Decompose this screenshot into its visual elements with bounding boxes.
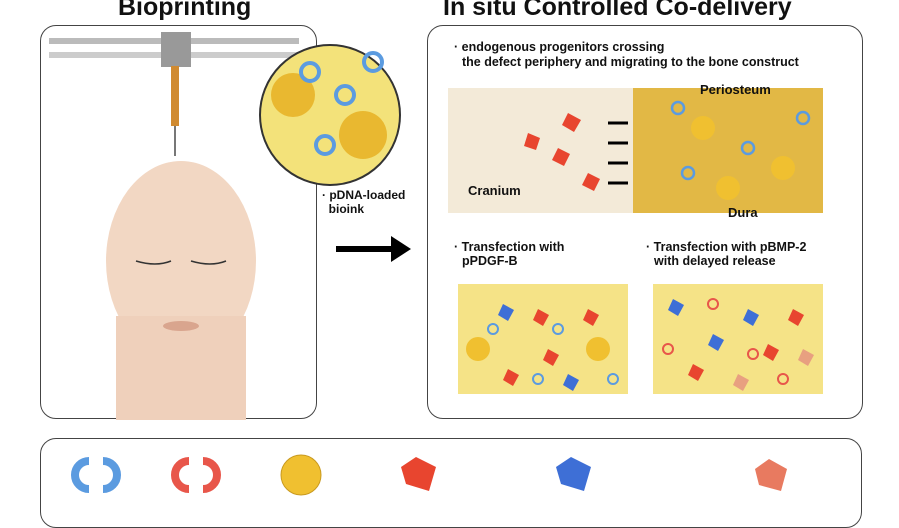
bmp-transfected-cell-icon xyxy=(755,459,787,491)
loaded-microparticle-icon xyxy=(280,454,322,496)
legend-panel xyxy=(40,438,862,528)
pdgf-note-2: pPDGF-B xyxy=(462,254,518,268)
bioink-label: · pDNA-loaded bioink xyxy=(322,188,406,216)
migration-note-1: · endogenous progenitors crossing xyxy=(454,40,665,54)
bmp-note-1: · Transfection with pBMP-2 xyxy=(646,240,807,254)
dura-label: Dura xyxy=(728,205,758,220)
legend-icons xyxy=(71,454,787,496)
blue-pdna-icon xyxy=(71,457,121,493)
bioprinting-title: Bioprinting xyxy=(118,0,252,21)
bioink-magnified-circle xyxy=(259,44,401,186)
pdgf-transfected-cell-icon xyxy=(556,457,591,491)
arrow-right-icon xyxy=(336,236,411,262)
codelivery-title: In situ Controlled Co-delivery xyxy=(443,0,792,21)
codelivery-panel: · endogenous progenitors crossing the de… xyxy=(427,25,863,419)
bmp-note-2: with delayed release xyxy=(654,254,776,268)
defect-illustration xyxy=(448,88,823,213)
bmp-transfection-illustration xyxy=(653,284,823,394)
cranium-label: Cranium xyxy=(468,183,521,198)
progenitor-cell-icon xyxy=(401,457,436,491)
bioprinter-illustration xyxy=(49,32,299,420)
periosteum-label: Periosteum xyxy=(700,82,771,97)
pdgf-transfection-illustration xyxy=(458,284,628,394)
migration-note-2: the defect periphery and migrating to th… xyxy=(462,55,799,69)
red-pdna-icon xyxy=(171,457,221,493)
pdgf-note-1: · Transfection with xyxy=(454,240,565,254)
